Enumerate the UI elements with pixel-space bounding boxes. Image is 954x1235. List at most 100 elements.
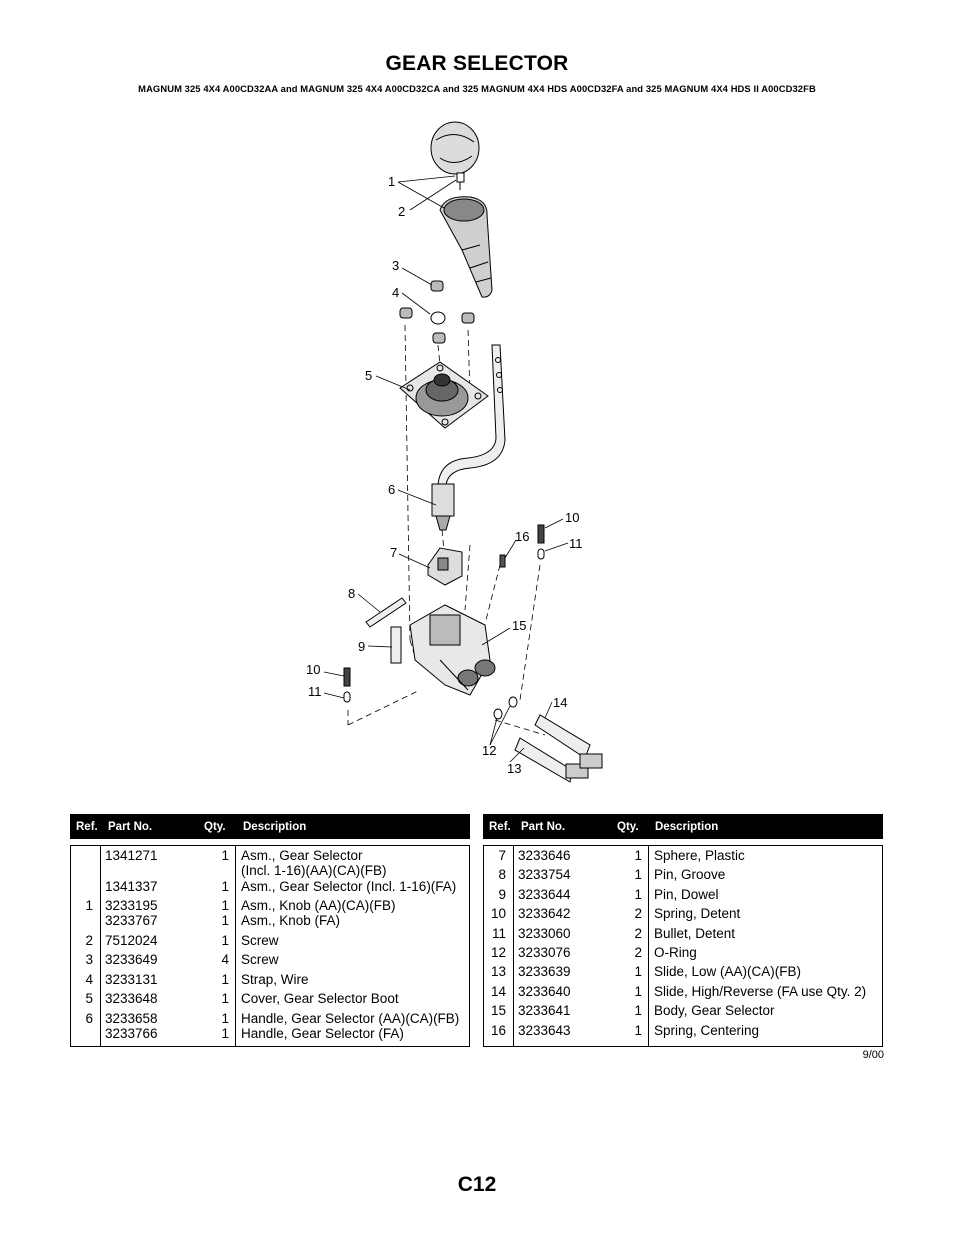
callout-8: 8 bbox=[348, 586, 355, 601]
screw-part-3 bbox=[399, 280, 475, 344]
description-cell: Slide, High/Reverse (FA use Qty. 2) bbox=[654, 984, 867, 999]
ref-cell: 5 bbox=[85, 991, 93, 1006]
boot-cover-part-5 bbox=[399, 361, 489, 429]
ref-cell: 1 bbox=[85, 898, 93, 913]
page-title: GEAR SELECTOR bbox=[385, 52, 569, 75]
description-cell: Body, Gear Selector bbox=[654, 1003, 775, 1018]
revision-date: 9/00 bbox=[862, 1049, 884, 1061]
col-part-header: Part No. bbox=[521, 821, 566, 833]
qty-cell: 1 bbox=[221, 879, 229, 894]
callout-16: 16 bbox=[515, 529, 529, 544]
ref-cell: 3 bbox=[85, 952, 93, 967]
part-number-cell: 3233767 bbox=[105, 913, 158, 928]
description-cell: (Incl. 1-16)(AA)(CA)(FB) bbox=[241, 863, 387, 878]
exploded-parts-diagram: 1 2 3 4 5 6 7 8 9 10 11 10 11 12 13 14 1… bbox=[306, 121, 603, 783]
qty-cell: 1 bbox=[221, 1011, 229, 1026]
part-number-cell: 1341271 bbox=[105, 848, 158, 863]
ref-cell: 6 bbox=[85, 1011, 93, 1026]
part-number-cell: 3233640 bbox=[518, 984, 571, 999]
callout-2: 2 bbox=[398, 204, 405, 219]
dowel-pin-part-9 bbox=[390, 626, 402, 664]
description-cell: Asm., Gear Selector (Incl. 1-16)(FA) bbox=[241, 879, 457, 894]
gear-handle-part-6 bbox=[431, 344, 506, 531]
plastic-sphere-part-7 bbox=[427, 547, 463, 586]
ref-cell: 9 bbox=[498, 887, 506, 902]
groove-pin-part-8 bbox=[365, 597, 407, 628]
qty-cell: 4 bbox=[221, 952, 229, 967]
ref-cell: 2 bbox=[85, 933, 93, 948]
description-cell: Screw bbox=[241, 933, 279, 948]
description-cell: Asm., Knob (FA) bbox=[241, 913, 341, 928]
slide-high-reverse-part-14 bbox=[534, 714, 603, 769]
ref-cell: 4 bbox=[85, 972, 93, 987]
ref-cell: 10 bbox=[490, 906, 506, 921]
table-header: Ref. Part No. Qty. Description bbox=[483, 814, 883, 839]
ref-cell: 13 bbox=[490, 964, 506, 979]
knob-sphere-part bbox=[430, 121, 480, 175]
col-desc-header: Description bbox=[655, 821, 719, 833]
callout-1: 1 bbox=[388, 174, 395, 189]
leader-lines bbox=[323, 175, 569, 763]
part-number-cell: 3233131 bbox=[105, 972, 158, 987]
description-cell: Pin, Dowel bbox=[654, 887, 719, 902]
ref-cell: 15 bbox=[490, 1003, 506, 1018]
callout-4: 4 bbox=[392, 285, 399, 300]
ref-cell: 7 bbox=[498, 848, 506, 863]
callout-10-lower: 10 bbox=[306, 662, 320, 677]
callout-7: 7 bbox=[390, 545, 397, 560]
part-number-cell: 3233649 bbox=[105, 952, 158, 967]
description-cell: Sphere, Plastic bbox=[654, 848, 745, 863]
description-cell: Screw bbox=[241, 952, 279, 967]
description-cell: Strap, Wire bbox=[241, 972, 309, 987]
callout-14: 14 bbox=[553, 695, 567, 710]
detent-spring-part-10-upper bbox=[537, 524, 545, 544]
description-cell: O-Ring bbox=[654, 945, 697, 960]
col-ref-header: Ref. bbox=[489, 821, 511, 833]
qty-cell: 1 bbox=[221, 991, 229, 1006]
part-number-cell: 3233644 bbox=[518, 887, 571, 902]
description-cell: Handle, Gear Selector (FA) bbox=[241, 1026, 404, 1041]
part-number-cell: 3233060 bbox=[518, 926, 571, 941]
part-number-cell: 3233754 bbox=[518, 867, 571, 882]
qty-cell: 1 bbox=[634, 848, 642, 863]
qty-cell: 1 bbox=[634, 1023, 642, 1038]
table-header: Ref. Part No. Qty. Description bbox=[70, 814, 470, 839]
page-number: C12 bbox=[457, 1173, 497, 1196]
description-cell: Cover, Gear Selector Boot bbox=[241, 991, 399, 1006]
qty-cell: 1 bbox=[221, 933, 229, 948]
ref-cell: 14 bbox=[490, 984, 506, 999]
o-ring-part-12 bbox=[493, 696, 518, 720]
part-number-cell: 3233766 bbox=[105, 1026, 158, 1041]
ref-cell: 11 bbox=[491, 926, 506, 941]
qty-cell: 1 bbox=[221, 1026, 229, 1041]
callout-12: 12 bbox=[482, 743, 496, 758]
qty-cell: 1 bbox=[634, 984, 642, 999]
ref-cell: 16 bbox=[490, 1023, 506, 1038]
part-number-cell: 3233195 bbox=[105, 898, 158, 913]
part-number-cell: 7512024 bbox=[105, 933, 158, 948]
col-ref-header: Ref. bbox=[76, 821, 98, 833]
qty-cell: 1 bbox=[634, 964, 642, 979]
ref-cell: 8 bbox=[498, 867, 506, 882]
screw-part-2 bbox=[456, 172, 465, 190]
callout-15: 15 bbox=[512, 618, 526, 633]
description-cell: Slide, Low (AA)(CA)(FB) bbox=[654, 964, 802, 979]
qty-cell: 2 bbox=[634, 945, 642, 960]
callout-10-upper: 10 bbox=[565, 510, 579, 525]
callout-9: 9 bbox=[358, 639, 365, 654]
callout-13: 13 bbox=[507, 761, 521, 776]
qty-cell: 2 bbox=[634, 926, 642, 941]
ref-cell: 12 bbox=[490, 945, 506, 960]
callout-5: 5 bbox=[365, 368, 372, 383]
qty-cell: 1 bbox=[221, 972, 229, 987]
qty-cell: 1 bbox=[221, 848, 229, 863]
centering-spring-part-16 bbox=[499, 554, 506, 568]
description-cell: Bullet, Detent bbox=[654, 926, 736, 941]
detent-bullet-part-11-lower bbox=[343, 691, 351, 703]
col-desc-header: Description bbox=[243, 821, 307, 833]
part-number-cell: 1341337 bbox=[105, 879, 158, 894]
col-qty-header: Qty. bbox=[204, 821, 226, 833]
description-cell: Handle, Gear Selector (AA)(CA)(FB) bbox=[241, 1011, 460, 1026]
